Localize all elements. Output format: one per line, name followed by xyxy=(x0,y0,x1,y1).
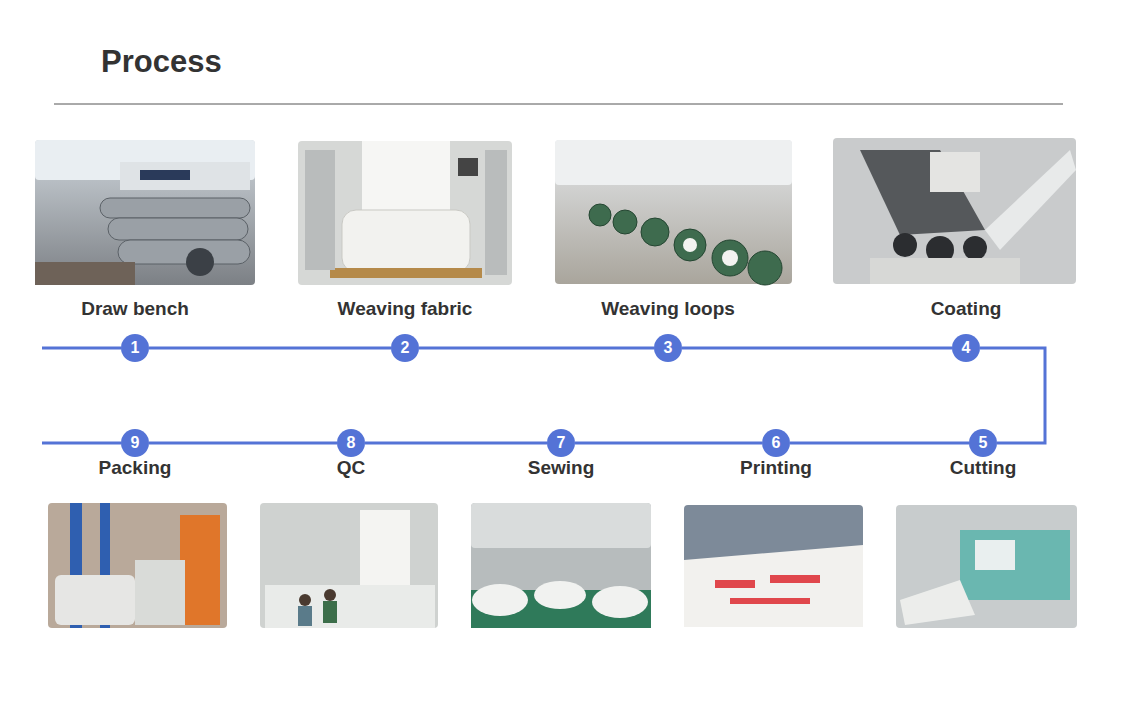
track-connector xyxy=(149,347,391,350)
step-name: Weaving loops xyxy=(601,299,735,320)
step-circle: 2Weaving fabric xyxy=(391,334,419,362)
step-circle: 1Draw bench xyxy=(121,334,149,362)
step-name: QC xyxy=(337,458,366,479)
photo-draw-bench xyxy=(35,140,255,285)
step-circle: 9Packing xyxy=(121,429,149,457)
step-circle: 6Printing xyxy=(762,429,790,457)
step-circle: 4Coating xyxy=(952,334,980,362)
step-number: 2 xyxy=(401,340,410,356)
step-number: 3 xyxy=(664,340,673,356)
photo-weaving-fabric xyxy=(298,141,512,285)
track-connector xyxy=(790,442,969,445)
step-name: Draw bench xyxy=(81,299,189,320)
photo-packing xyxy=(48,503,227,628)
track-connector xyxy=(419,347,654,350)
photo-coating xyxy=(833,138,1076,284)
track-connector xyxy=(365,442,547,445)
step-name: Coating xyxy=(931,299,1002,320)
step-circle: 3Weaving loops xyxy=(654,334,682,362)
step-circle: 5Cutting xyxy=(969,429,997,457)
step-number: 6 xyxy=(772,435,781,451)
step-name: Weaving fabric xyxy=(338,299,473,320)
photo-sewing xyxy=(471,503,651,628)
step-name: Packing xyxy=(99,458,172,479)
step-number: 7 xyxy=(557,435,566,451)
track-line xyxy=(42,347,121,350)
track-connector xyxy=(980,348,1045,443)
track-line xyxy=(42,442,121,445)
step-circle: 8QC xyxy=(337,429,365,457)
track-connector xyxy=(682,347,952,350)
photo-printing xyxy=(684,505,863,627)
title-rule xyxy=(54,104,1063,105)
step-name: Cutting xyxy=(950,458,1016,479)
track-connector xyxy=(149,442,337,445)
step-number: 1 xyxy=(131,340,140,356)
page-title: Process xyxy=(101,44,222,80)
step-number: 8 xyxy=(347,435,356,451)
step-name: Printing xyxy=(740,458,812,479)
photo-cutting xyxy=(896,505,1077,628)
track-connector xyxy=(575,442,762,445)
step-name: Sewing xyxy=(528,458,595,479)
photo-weaving-loops xyxy=(555,140,792,285)
step-circle: 7Sewing xyxy=(547,429,575,457)
step-number: 9 xyxy=(131,435,140,451)
step-number: 4 xyxy=(962,340,971,356)
step-number: 5 xyxy=(979,435,988,451)
photo-qc xyxy=(260,503,438,628)
